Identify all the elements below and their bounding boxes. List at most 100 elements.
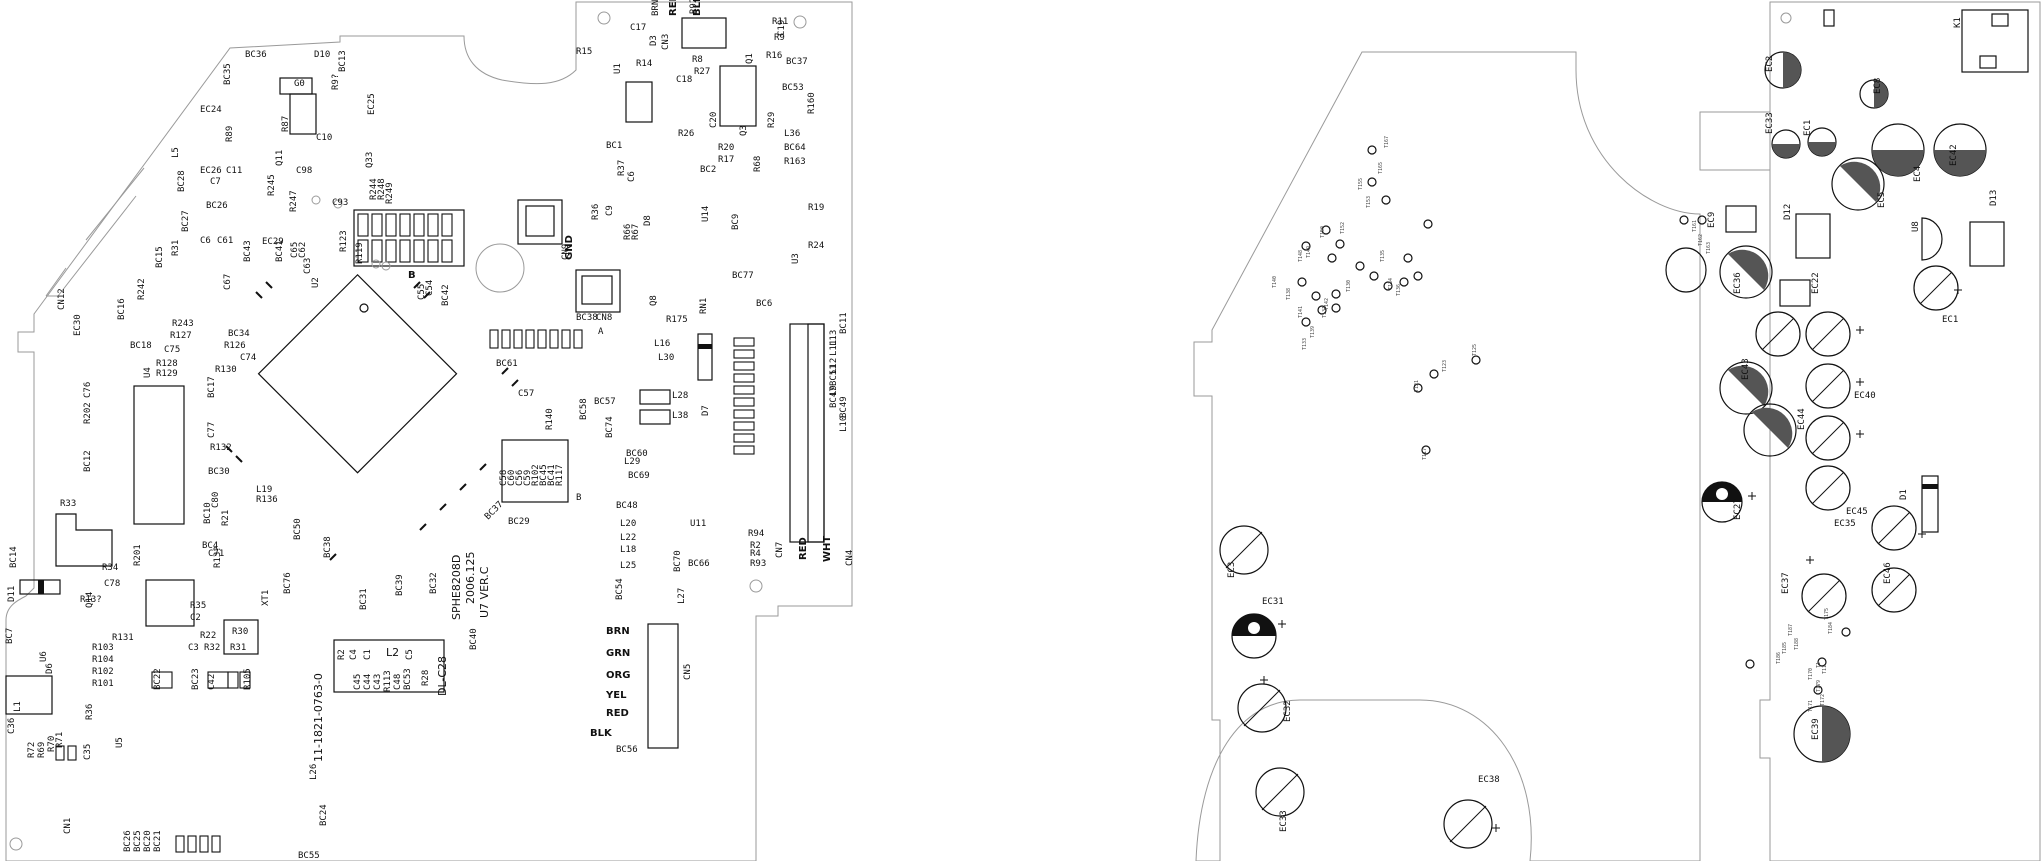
silkscreen-label: BC69 (628, 471, 650, 481)
silkscreen-label: C75 (164, 345, 180, 355)
silkscreen-label: EC4 (1913, 166, 1923, 182)
silkscreen-label: R2 (337, 649, 347, 660)
silkscreen-label: BC56 (616, 745, 638, 755)
silkscreen-label: R175 (666, 315, 688, 325)
silkscreen-label: BC28 (177, 170, 187, 192)
silkscreen-label: C58 (499, 470, 509, 486)
silkscreen-label: CN7 (775, 542, 785, 558)
silkscreen-label: C9 (605, 205, 615, 216)
silkscreen-label: C76 (83, 382, 93, 398)
silkscreen-label: BC12 (83, 450, 93, 472)
silkscreen-label: R127 (170, 331, 192, 341)
silkscreen-label: R128 (156, 359, 178, 369)
silkscreen-label: C3 (188, 643, 199, 653)
cn9-socket (517, 199, 563, 245)
silkscreen-label: R36 (591, 204, 601, 220)
silkscreen-label: T148 (1298, 250, 1304, 262)
silkscreen-label: C60 (507, 470, 517, 486)
silkscreen-label: T165 (1378, 162, 1384, 174)
silkscreen-label: EC31 (1262, 597, 1284, 607)
silkscreen-label: L9 (829, 385, 839, 396)
silkscreen-label: C55 (417, 284, 427, 300)
silkscreen-label: C54 (425, 280, 435, 296)
silkscreen-label: T121 (1414, 380, 1420, 392)
silkscreen-label: C44 (363, 674, 373, 690)
silkscreen-label: BLK (590, 728, 613, 739)
cn8-socket (575, 269, 621, 313)
silkscreen-label: R248 (377, 178, 387, 200)
silkscreen-label: YEL (605, 690, 627, 701)
silkscreen-label: T130 (1346, 280, 1352, 292)
silkscreen-label: D8 (643, 215, 653, 226)
silkscreen-label: Q14 (85, 592, 95, 608)
silkscreen-label: D1 (1899, 489, 1909, 500)
silkscreen-label: R22 (200, 631, 216, 641)
center-board-outline (1193, 51, 1701, 861)
silkscreen-label: EC1 (1803, 120, 1813, 136)
silkscreen-label: C18 (676, 75, 692, 85)
silkscreen-label: R35 (190, 601, 206, 611)
silkscreen-label: C43 (373, 674, 383, 690)
silkscreen-label: BC40 (469, 628, 479, 650)
silkscreen-label: U6 (39, 651, 49, 662)
silkscreen-label: C78 (104, 579, 120, 589)
silkscreen-label: R67 (631, 224, 641, 240)
silkscreen-label: T133 (1302, 338, 1308, 350)
silkscreen-label: T155 (1358, 178, 1364, 190)
silkscreen-label: C63 (303, 258, 313, 274)
silkscreen-label: C11 (226, 166, 242, 176)
silkscreen-label: GRN (606, 648, 630, 659)
silkscreen-label: L13 (829, 330, 839, 346)
silkscreen-label: C20 (709, 112, 719, 128)
silkscreen-label: Q3 (739, 125, 749, 136)
silkscreen-label: L25 (620, 561, 636, 571)
silkscreen-label: T1 (1816, 662, 1822, 668)
silkscreen-label: ORG (606, 670, 630, 681)
silkscreen-label: BC51 (829, 364, 839, 386)
silkscreen-label: C45 (353, 674, 363, 690)
silkscreen-label: C93 (332, 198, 348, 208)
silkscreen-label: R24 (808, 241, 824, 251)
silkscreen-label: RED (668, 0, 679, 16)
silkscreen-label: C17 (630, 23, 646, 33)
silkscreen-label: EC38 (1478, 775, 1500, 785)
silkscreen-label: BRN (606, 626, 630, 637)
silkscreen-label: L22 (620, 533, 636, 543)
silkscreen-label: GND (564, 235, 575, 260)
silkscreen-label: EC25 (367, 93, 377, 115)
silkscreen-label: BC2 (700, 165, 716, 175)
silkscreen-label: BC36 (245, 50, 267, 60)
silkscreen-label: T11 (1822, 665, 1828, 674)
silkscreen-label: L2 (386, 646, 399, 659)
silkscreen-label: EC39 (1811, 718, 1821, 740)
silkscreen-label: CN1 (63, 818, 73, 834)
silkscreen-label: T163 (1706, 242, 1712, 254)
silkscreen-label: CN4 (845, 550, 855, 566)
right-board-test-point-labels: T167T165T155T153T152T150T149T148T140T138… (1272, 136, 1834, 712)
silkscreen-label: EC35 (1834, 519, 1856, 529)
silkscreen-label: L30 (658, 353, 674, 363)
silkscreen-label: R105 (243, 668, 253, 690)
silkscreen-label: L10 (839, 416, 849, 432)
silkscreen-label: U7 VER.C (478, 566, 491, 618)
silkscreen-label: T142 (1324, 298, 1330, 310)
silkscreen-label: L18 (620, 545, 636, 555)
silkscreen-label: L5 (171, 147, 181, 158)
silkscreen-label: R9? (331, 74, 341, 90)
silkscreen-label: T188 (1794, 638, 1800, 650)
silkscreen-label: BC26 (206, 201, 228, 211)
silkscreen-label: EC29 (262, 237, 284, 247)
silkscreen-label: T153 (1366, 196, 1372, 208)
silkscreen-label: EC27 (1733, 498, 1743, 520)
silkscreen-label: R20 (718, 143, 734, 153)
silkscreen-label: T140 (1272, 276, 1278, 288)
silkscreen-label: R93 (750, 559, 766, 569)
silkscreen-label: BC21 (153, 830, 163, 852)
silkscreen-label: R92 (689, 0, 699, 14)
silkscreen-label: U14 (701, 206, 711, 222)
silkscreen-label: R101 (92, 679, 114, 689)
silkscreen-label: R132 (210, 443, 232, 453)
silkscreen-label: BC70 (673, 550, 683, 572)
silkscreen-label: R103 (92, 643, 114, 653)
